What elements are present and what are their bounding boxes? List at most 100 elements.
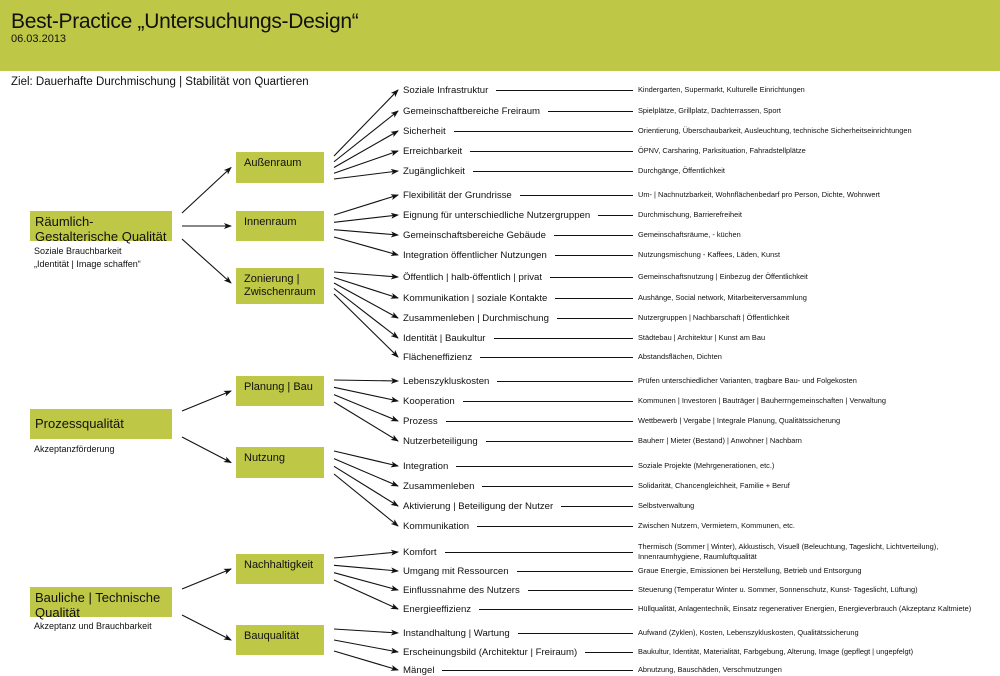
criterion-description: Baukultur, Identität, Materialität, Farb… — [638, 647, 914, 656]
arrow-to-criterion — [333, 377, 399, 384]
arrow-to-group — [181, 390, 232, 412]
criterion-row: Flächeneffizienz — [403, 351, 633, 363]
criterion-description: Durchmischung, Barrierefreiheit — [638, 210, 742, 219]
connector-line — [556, 317, 633, 319]
arrow-to-criterion — [333, 150, 399, 174]
criterion-row: Umgang mit Ressourcen — [403, 565, 633, 577]
header-band: Best-Practice „Untersuchungs-Design“ 06.… — [0, 0, 1000, 71]
criterion-row: Gemeinschaftsbereiche Gebäude — [403, 229, 633, 241]
arrow-to-criterion — [333, 271, 399, 280]
criterion-row: Nutzerbeteiligung — [403, 435, 633, 447]
criterion-label: Nutzerbeteiligung — [403, 435, 478, 447]
connector-line — [470, 150, 633, 152]
criterion-row: Aktivierung | Beteiligung der Nutzer — [403, 500, 633, 512]
category-box: Räumlich-Gestalterische Qualität — [30, 211, 172, 244]
arrow-to-criterion — [333, 293, 399, 358]
goal-statement: Ziel: Dauerhafte Durchmischung | Stabili… — [11, 76, 309, 88]
criterion-label: Gemeinschaftsbereiche Gebäude — [403, 229, 546, 241]
category-subtitle: Akzeptanz und Brauchbarkeit — [34, 621, 152, 631]
arrow-to-criterion — [333, 465, 399, 507]
category-box: Prozessqualität — [30, 409, 172, 439]
criterion-label: Aktivierung | Beteiligung der Nutzer — [403, 500, 554, 512]
criterion-description: Nutzungsmischung - Kaffees, Läden, Kunst — [638, 250, 781, 259]
criterion-row: Kommunikation | soziale Kontakte — [403, 292, 633, 304]
connector-line — [496, 89, 633, 91]
arrow-to-criterion — [333, 458, 399, 487]
connector-line — [550, 276, 633, 278]
arrow-to-criterion — [333, 130, 399, 168]
criterion-row: Kooperation — [403, 395, 633, 407]
criterion-label: Kooperation — [403, 395, 455, 407]
criterion-label: Flexibilität der Grundrisse — [403, 189, 512, 201]
criterion-label: Zusammenleben | Durchmischung — [403, 312, 549, 324]
criterion-description: Hüllqualität, Anlagentechnik, Einsatz re… — [638, 604, 972, 613]
arrow-to-criterion — [333, 450, 399, 468]
group-box: Nutzung — [236, 447, 324, 478]
criterion-row: Integration — [403, 460, 633, 472]
criterion-label: Flächeneffizienz — [403, 351, 473, 363]
connector-line — [517, 632, 633, 634]
connector-line — [445, 420, 633, 422]
criterion-row: Komfort — [403, 546, 633, 558]
criterion-label: Umgang mit Ressourcen — [403, 565, 509, 577]
arrow-to-criterion — [333, 212, 399, 223]
arrow-to-criterion — [333, 168, 399, 180]
criterion-label: Soziale Infrastruktur — [403, 84, 489, 96]
page-title: Best-Practice „Untersuchungs-Design“ — [11, 10, 359, 33]
arrow-to-criterion — [333, 386, 399, 403]
arrow-to-criterion — [333, 194, 399, 216]
criterion-description: Graue Energie, Emissionen bei Herstellun… — [638, 566, 862, 575]
criterion-row: Eignung für unterschiedliche Nutzergrupp… — [403, 209, 633, 221]
criterion-description: Durchgänge, Öffentlichkeit — [638, 166, 725, 175]
criterion-row: Gemeinschaftbereiche Freiraum — [403, 105, 633, 117]
connector-line — [548, 110, 633, 112]
criterion-description: Gemeinschaftsnutzung | Einbezug der Öffe… — [638, 272, 808, 281]
criterion-description: Gemeinschaftsräume, - küchen — [638, 230, 741, 239]
criterion-description: Bauherr | Mieter (Bestand) | Anwohner | … — [638, 436, 802, 445]
arrow-to-criterion — [333, 628, 399, 636]
connector-line — [462, 400, 633, 402]
criterion-row: Lebenszykluskosten — [403, 375, 633, 387]
criterion-label: Sicherheit — [403, 125, 446, 137]
group-box: Planung | Bau — [236, 376, 324, 406]
arrow-to-criterion — [333, 394, 399, 422]
group-box: Bauqualität — [236, 625, 324, 655]
criterion-description: Orientierung, Überschaubarkeit, Ausleuch… — [638, 126, 912, 135]
connector-line — [561, 505, 633, 507]
connector-line — [554, 254, 633, 256]
criterion-description: Zwischen Nutzern, Vermietern, Kommunen, … — [638, 521, 795, 530]
connector-line — [553, 234, 633, 236]
criterion-row: Zusammenleben — [403, 480, 633, 492]
connector-line — [477, 525, 633, 527]
criterion-description: Städtebau | Architektur | Kunst am Bau — [638, 333, 766, 342]
criterion-label: Prozess — [403, 415, 438, 427]
criterion-row: Erreichbarkeit — [403, 145, 633, 157]
arrow-to-group — [181, 568, 232, 590]
arrow-to-criterion — [333, 639, 399, 654]
connector-line — [453, 130, 633, 132]
criterion-description: Kommunen | Investoren | Bauträger | Bauh… — [638, 396, 887, 405]
criterion-description: Selbstverwaltung — [638, 501, 695, 510]
connector-line — [516, 570, 633, 572]
criterion-description: Solidarität, Chancengleichheit, Familie … — [638, 481, 790, 490]
criterion-description: Spielplätze, Grillplatz, Dachterrassen, … — [638, 106, 781, 115]
criterion-description: Kindergarten, Supermarkt, Kulturelle Ein… — [638, 85, 805, 94]
connector-line — [472, 170, 633, 172]
connector-line — [598, 214, 633, 216]
category-subtitle: Akzeptanzförderung — [34, 444, 115, 454]
criterion-label: Integration öffentlicher Nutzungen — [403, 249, 547, 261]
connector-line — [482, 485, 633, 487]
criterion-row: Identität | Baukultur — [403, 332, 633, 344]
criterion-description: Soziale Projekte (Mehrgenerationen, etc.… — [638, 461, 775, 470]
criterion-row: Kommunikation — [403, 520, 633, 532]
arrow-to-criterion — [333, 549, 399, 559]
criterion-description: Um- | Nachnutzbarkeit, Wohnflächenbedarf… — [638, 190, 880, 199]
criterion-row: Energieeffizienz — [403, 603, 633, 615]
criterion-description: Prüfen unterschiedlicher Varianten, trag… — [638, 376, 857, 385]
arrow-to-criterion — [333, 282, 399, 319]
arrow-to-criterion — [333, 572, 399, 592]
criterion-label: Zusammenleben — [403, 480, 475, 492]
criterion-description: Nutzergruppen | Nachbarschaft | Öffentli… — [638, 313, 790, 322]
criterion-description: Abnutzung, Bauschäden, Verschmutzungen — [638, 665, 782, 674]
